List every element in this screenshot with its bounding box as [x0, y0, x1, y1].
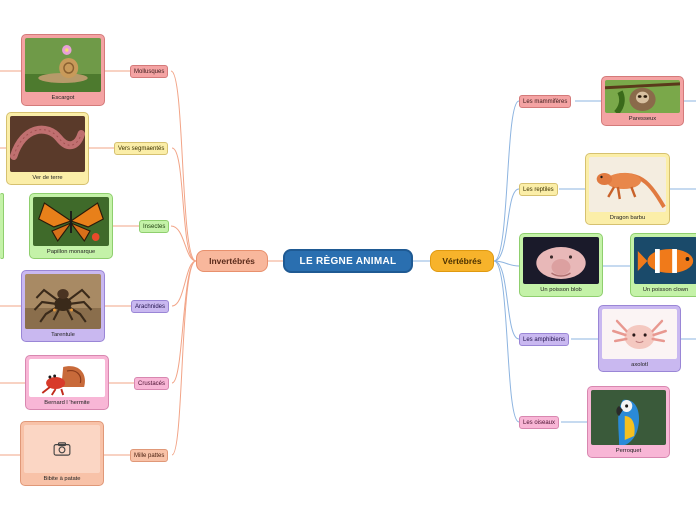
bernard-hermite-image	[29, 359, 105, 397]
card-stub-insectes	[0, 193, 4, 259]
card-papillon-monarque[interactable]: Papillon monarque	[29, 193, 113, 259]
caption-papillon-monarque: Papillon monarque	[47, 249, 95, 255]
caption-tarentule: Tarentule	[51, 332, 75, 338]
card-dragon-barbu[interactable]: Dragon barbu	[585, 153, 670, 225]
caption-ver-de-terre: Ver de terre	[32, 175, 62, 181]
axolotl-image	[602, 309, 677, 359]
topic-amphibiens[interactable]: Les amphibiens	[519, 333, 569, 346]
papillon-image	[33, 197, 109, 246]
caption-bernard-hermite: Bernard l 'hermite	[44, 400, 90, 406]
topic-mollusques[interactable]: Mollusques	[130, 65, 168, 78]
topic-mammiferes[interactable]: Les mammifères	[519, 95, 571, 108]
link-ver-reptiles	[494, 189, 519, 261]
escargot-image	[25, 38, 101, 92]
topic-reptiles[interactable]: Les reptiles	[519, 183, 558, 196]
link-inv-mollusques	[171, 71, 196, 261]
topic-insectes[interactable]: Insectes	[139, 220, 169, 233]
camera-icon	[53, 442, 71, 456]
link-ver-oiseaux	[494, 261, 519, 422]
card-poisson-clown[interactable]: Un poisson clown	[630, 233, 696, 297]
caption-poisson-blob: Un poisson blob	[540, 287, 582, 293]
poisson-blob-image	[523, 237, 599, 284]
card-perroquet[interactable]: Perroquet	[587, 386, 670, 458]
dragon-barbu-image	[589, 157, 666, 212]
link-inv-arachnides	[172, 261, 196, 306]
caption-escargot: Escargot	[52, 95, 75, 101]
ver-de-terre-image	[10, 116, 85, 172]
topic-oiseaux[interactable]: Les oiseaux	[519, 416, 559, 429]
card-poisson-blob[interactable]: Un poisson blob	[519, 233, 603, 297]
link-ver-mammiferes	[494, 101, 519, 261]
card-escargot[interactable]: Escargot	[21, 34, 105, 106]
link-inv-vers	[172, 148, 196, 261]
caption-paresseux: Paresseux	[629, 116, 656, 122]
link-inv-crustaces	[172, 261, 196, 383]
branch-invertebres[interactable]: Invertébrés	[196, 250, 268, 272]
card-ver-de-terre[interactable]: Ver de terre	[6, 112, 89, 185]
card-tarentule[interactable]: Tarentule	[21, 270, 105, 342]
caption-poisson-clown: Un poisson clown	[643, 287, 688, 293]
central-topic[interactable]: LE RÈGNE ANIMAL	[283, 249, 413, 273]
card-bernard-hermite[interactable]: Bernard l 'hermite	[25, 355, 109, 410]
topic-mille-pattes[interactable]: Mille pattes	[130, 449, 168, 462]
topic-vers-segmentes[interactable]: Vers segmaentés	[114, 142, 168, 155]
branch-vertebres[interactable]: Vértébrés	[430, 250, 494, 272]
caption-dragon-barbu: Dragon barbu	[610, 215, 645, 221]
card-bibite-a-patate[interactable]: Bibite à patate	[20, 421, 104, 486]
topic-arachnides[interactable]: Arachnides	[131, 300, 169, 313]
caption-perroquet: Perroquet	[616, 448, 641, 454]
tarentule-image	[25, 274, 101, 329]
perroquet-image	[591, 390, 666, 445]
topic-crustaces[interactable]: Crustacés	[134, 377, 169, 390]
caption-axolotl: axolotl	[631, 362, 648, 368]
paresseux-image	[605, 80, 680, 113]
card-axolotl[interactable]: axolotl	[598, 305, 681, 372]
card-paresseux[interactable]: Paresseux	[601, 76, 684, 126]
poisson-clown-image	[634, 237, 696, 284]
bibite-placeholder-image	[24, 425, 100, 473]
caption-bibite-a-patate: Bibite à patate	[43, 476, 80, 482]
link-inv-millepattes	[172, 261, 196, 455]
